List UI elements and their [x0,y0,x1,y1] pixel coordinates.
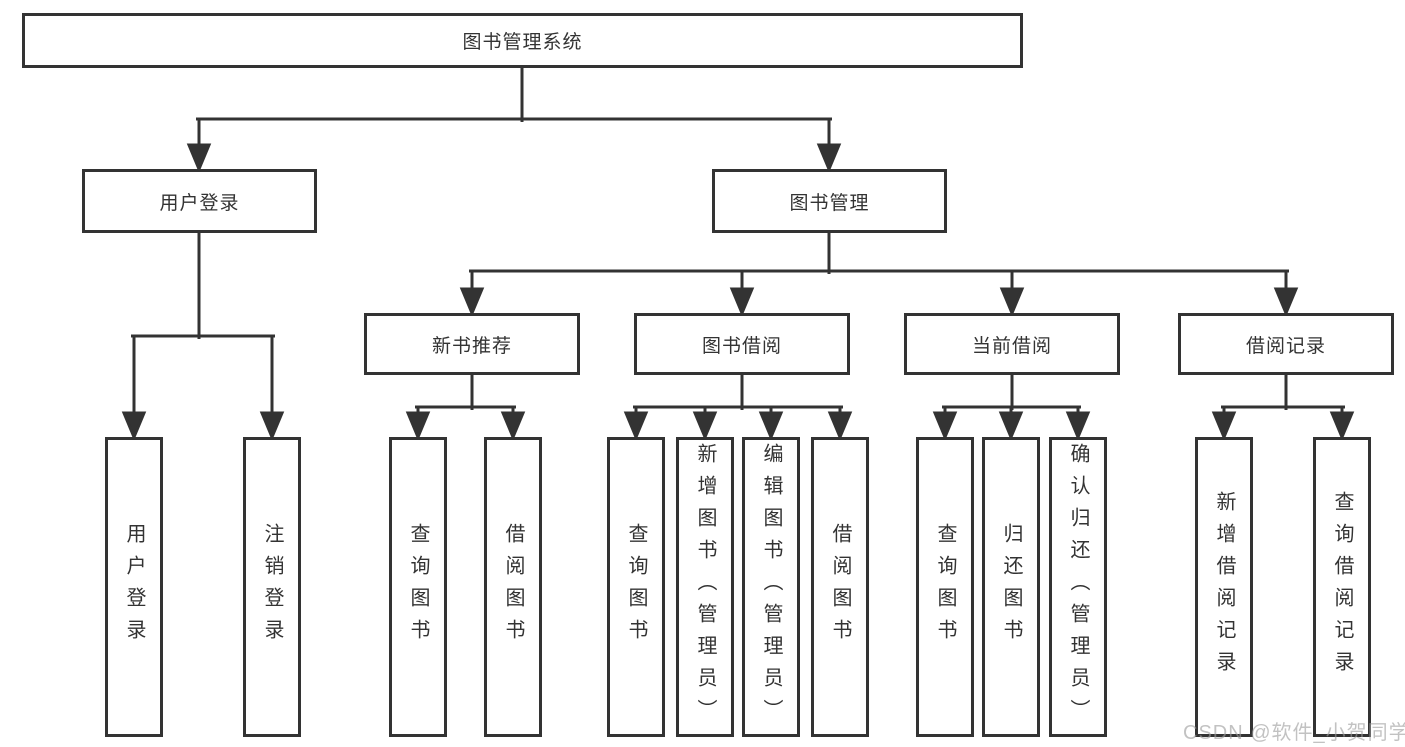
node-label: 确认归还（管理员） [1067,443,1089,731]
node-label: 当前借阅 [971,335,1052,357]
node-new-book-recommend: 新书推荐 [364,313,580,375]
arrow-to-leaf-logout [259,411,285,441]
node-label: 用户登录 [123,523,145,651]
node-label: 归还图书 [1000,523,1022,651]
node-book-borrow: 图书借阅 [634,313,850,375]
node-label: 用户登录 [159,192,240,214]
arrow-to-book-management [816,143,842,173]
leaf-confirm-return-admin: 确认归还（管理员） [1049,437,1107,737]
leaf-edit-books-admin: 编辑图书（管理员） [742,437,800,737]
node-label: 编辑图书（管理员） [760,443,782,731]
leaf-user-login: 用户登录 [105,437,163,737]
node-label: 新增借阅记录 [1213,491,1235,683]
node-label: 查询图书 [934,523,956,651]
node-label: 图书管理系统 [462,32,583,53]
node-user-login: 用户登录 [82,169,317,233]
node-book-management: 图书管理 [712,169,947,233]
leaf-query-borrow-record: 查询借阅记录 [1313,437,1371,737]
csdn-watermark: CSDN @软件_小贺同学 [1183,722,1405,744]
leaf-logout: 注销登录 [243,437,301,737]
node-label: 借阅图书 [502,523,524,651]
leaf-query-books-current: 查询图书 [916,437,974,737]
node-label: 查询借阅记录 [1331,491,1353,683]
leaf-add-borrow-record: 新增借阅记录 [1195,437,1253,737]
node-borrow-records: 借阅记录 [1178,313,1394,375]
node-label: 图书管理 [789,192,870,214]
node-label: 查询图书 [407,523,429,651]
leaf-borrow-books: 借阅图书 [811,437,869,737]
node-label: 新书推荐 [431,335,512,357]
arrow-to-new-book-recommend [459,287,485,317]
leaf-add-books-admin: 新增图书（管理员） [676,437,734,737]
node-label: 图书借阅 [701,335,782,357]
node-root-system: 图书管理系统 [22,13,1023,68]
arrow-to-user-login [186,143,212,173]
leaf-query-books-borrow: 查询图书 [607,437,665,737]
arrow-to-book-borrow [729,287,755,317]
node-label: 借阅记录 [1245,335,1326,357]
leaf-borrow-books-recommend: 借阅图书 [484,437,542,737]
node-label: 借阅图书 [829,523,851,651]
node-label: 查询图书 [625,523,647,651]
arrow-to-current-borrow [999,287,1025,317]
arrow-to-leaf-user-login [121,411,147,441]
node-current-borrow: 当前借阅 [904,313,1120,375]
leaf-return-books: 归还图书 [982,437,1040,737]
node-label: 新增图书（管理员） [694,443,716,731]
node-label: 注销登录 [261,523,283,651]
arrow-to-borrow-records [1273,287,1299,317]
leaf-query-books-recommend: 查询图书 [389,437,447,737]
